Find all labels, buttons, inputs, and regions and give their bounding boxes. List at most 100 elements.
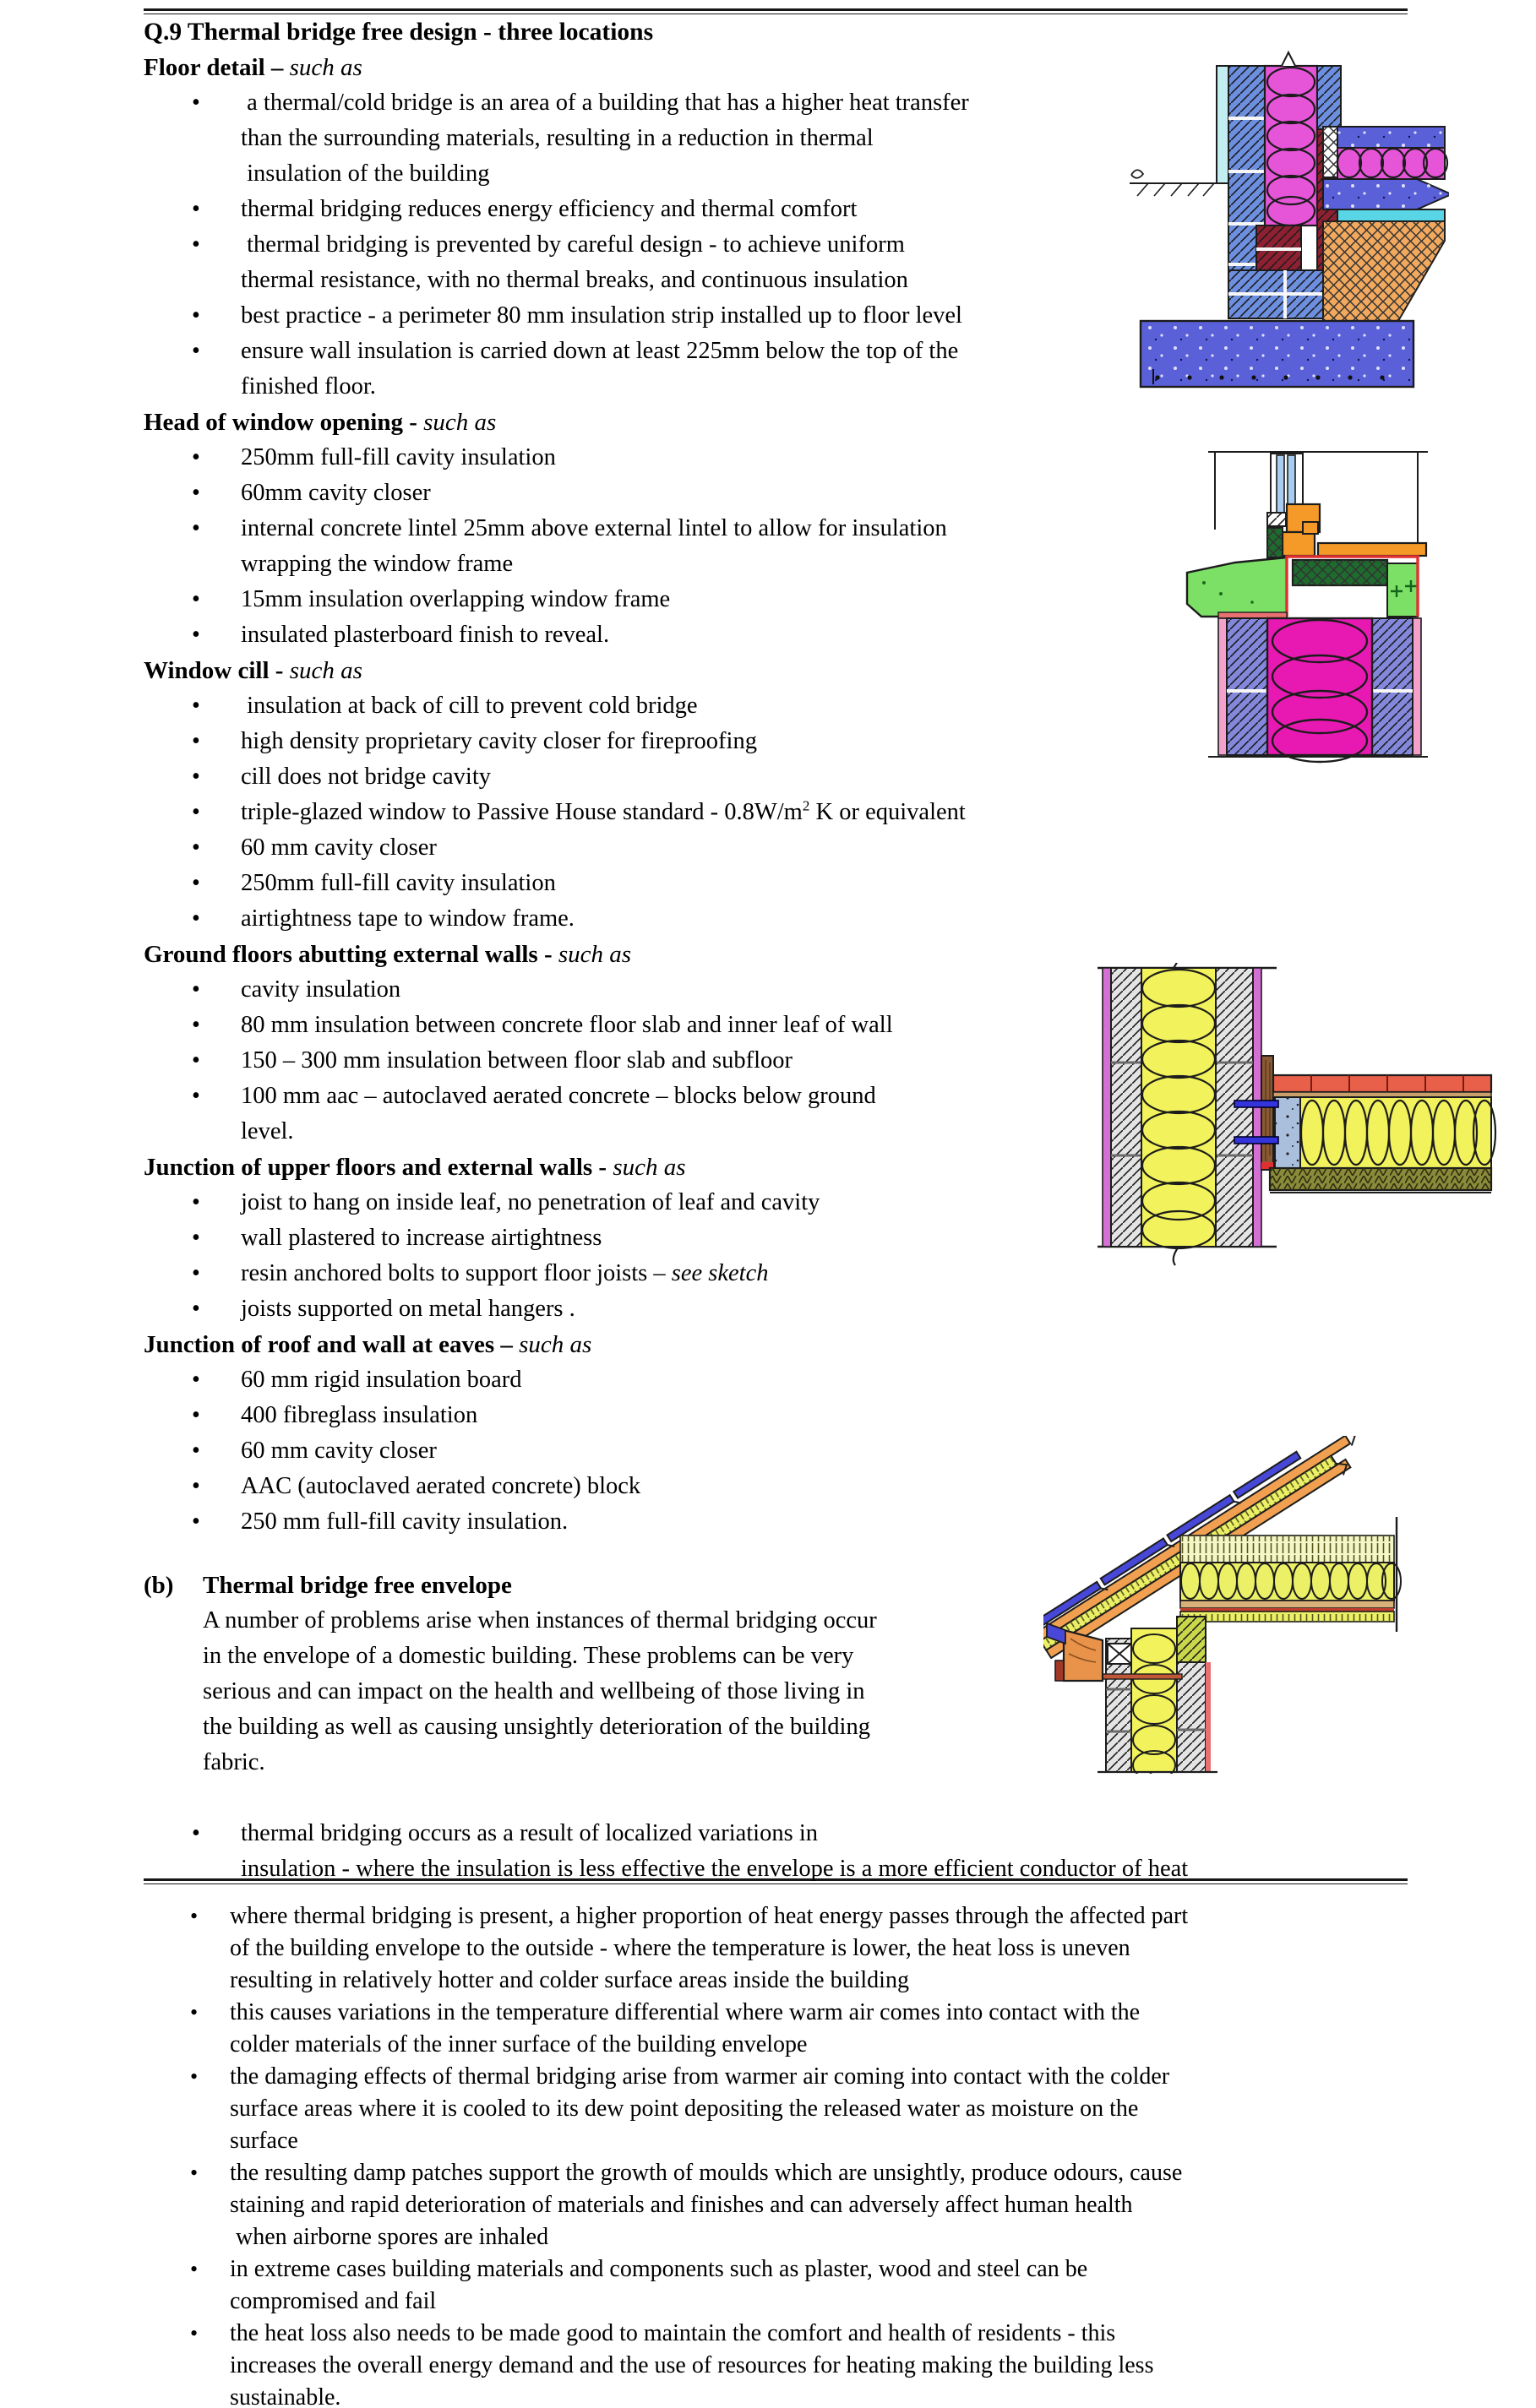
bullet-line: finished floor. [241, 373, 376, 400]
bullet-list: cavity insulation 80 mm insulation betwee… [144, 972, 1529, 1150]
bullet-line: 250mm full-fill cavity insulation [241, 870, 556, 896]
bullet-item: 60 mm rigid insulation board [144, 1362, 1529, 1398]
bullet-item: internal concrete lintel 25mm above exte… [144, 511, 1529, 582]
bullet-line: wrapping the window frame [241, 551, 514, 577]
bullet-line: where thermal bridging is present, a hig… [230, 1903, 1189, 1929]
bullet-line: 60mm cavity closer [241, 480, 431, 506]
bullet-line: 60 mm cavity closer [241, 834, 437, 861]
section-qualifier: such as [423, 409, 497, 436]
section-qualifier: such as [613, 1154, 686, 1181]
bullet-item: AAC (autoclaved aerated concrete) block [144, 1469, 1529, 1504]
section-6: Junction of roof and wall at eaves – suc… [144, 1327, 1529, 1540]
window-cill-diagram [1185, 451, 1428, 764]
part-b-bullet: thermal bridging occurs as a result of l… [144, 1816, 1529, 1887]
bullet-line: 100 mm aac – autoclaved aerated concrete… [241, 1083, 876, 1109]
bullet-item: 250mm full-fill cavity insulation [144, 866, 1529, 901]
bullet-line: insulation - where the insulation is les… [241, 1856, 1189, 1882]
section-heading: Floor detail – such as [144, 54, 362, 81]
bullet-line: wall plastered to increase airtightness [241, 1225, 602, 1251]
bullet-item: 400 fibreglass insulation [144, 1398, 1529, 1433]
bullet-item: insulation at back of cill to prevent co… [144, 688, 1529, 724]
bullet-item: wall plastered to increase airtightness [144, 1220, 1529, 1256]
bullet-item: thermal bridging is prevented by careful… [144, 227, 1529, 298]
bullet-line: this causes variations in the temperatur… [230, 1999, 1141, 2025]
bullet-line: joist to hang on inside leaf, no penetra… [241, 1189, 820, 1215]
bullet-item: the damaging effects of thermal bridging… [144, 2061, 1529, 2157]
bullet-item: best practice - a perimeter 80 mm insula… [144, 298, 1529, 334]
bullet-line: in extreme cases building materials and … [230, 2256, 1088, 2282]
top-rule [144, 8, 1408, 14]
bullet-line: the damaging effects of thermal bridging… [230, 2063, 1170, 2090]
bullet-line: 400 fibreglass insulation [241, 1402, 478, 1428]
bullet-line: thermal bridging reduces energy efficien… [241, 196, 858, 222]
lower-list: where thermal bridging is present, a hig… [144, 1900, 1529, 2408]
bullet-line: sustainable. [230, 2384, 341, 2408]
bullet-line: insulation at back of cill to prevent co… [241, 693, 698, 719]
bullet-line: cavity insulation [241, 976, 401, 1003]
bullet-item: 60mm cavity closer [144, 476, 1529, 511]
paragraph-line: in the envelope of a domestic building. … [203, 1643, 854, 1669]
bullet-line: AAC (autoclaved aerated concrete) block [241, 1473, 641, 1499]
sections: Floor detail – such as a thermal/cold br… [144, 50, 1529, 1540]
bullet-item: joist to hang on inside leaf, no penetra… [144, 1185, 1529, 1220]
bullet-line: thermal bridging occurs as a result of l… [241, 1820, 818, 1846]
bullet-line: resulting in relatively hotter and colde… [230, 1967, 909, 1993]
bullet-item: cavity insulation [144, 972, 1529, 1008]
bullet-line: surface [230, 2128, 298, 2154]
bullet-item: ensure wall insulation is carried down a… [144, 334, 1529, 405]
section-heading: Junction of upper floors and external wa… [144, 1154, 686, 1181]
upper-floor-junction-diagram [1098, 963, 1497, 1266]
bullet-list: 60 mm rigid insulation board 400 fibregla… [144, 1362, 1529, 1540]
bullet-item: 150 – 300 mm insulation between floor sl… [144, 1043, 1529, 1079]
bullet-line: of the building envelope to the outside … [230, 1935, 1130, 1961]
bullet-line: 250mm full-fill cavity insulation [241, 444, 556, 470]
section-5: Junction of upper floors and external wa… [144, 1150, 1529, 1327]
bullet-item: 15mm insulation overlapping window frame [144, 582, 1529, 617]
section-qualifier: such as [558, 941, 632, 968]
bullet-item: high density proprietary cavity closer f… [144, 724, 1529, 759]
part-b-heading-row: (b) Thermal bridge free envelope [144, 1568, 1529, 1603]
section-heading: Head of window opening - such as [144, 409, 497, 436]
bullet-line: than the surrounding materials, resultin… [241, 125, 874, 151]
document-title: Q.9 Thermal bridge free design - three l… [144, 19, 654, 46]
section-2: Head of window opening - such as 250mm fu… [144, 405, 1529, 653]
bullet-item: triple-glazed window to Passive House st… [144, 795, 1529, 830]
bullet-line: triple-glazed window to Passive House st… [241, 797, 966, 825]
section-qualifier: such as [519, 1331, 592, 1358]
paragraph-line: serious and can impact on the health and… [203, 1678, 865, 1704]
bullet-item: 250 mm full-fill cavity insulation. [144, 1504, 1529, 1540]
bullet-item: 60 mm cavity closer [144, 1433, 1529, 1469]
bullet-line: best practice - a perimeter 80 mm insula… [241, 302, 962, 329]
bullet-line: the heat loss also needs to be made good… [230, 2320, 1116, 2346]
part-b-label: (b) [144, 1572, 174, 1599]
section-heading: Window cill - such as [144, 657, 362, 684]
part-b-paragraph: A number of problems arise when instance… [203, 1603, 1529, 1780]
bullet-line: staining and rapid deterioration of mate… [230, 2192, 1133, 2218]
bullet-line: 60 mm rigid insulation board [241, 1367, 522, 1393]
bullet-line: a thermal/cold bridge is an area of a bu… [241, 90, 969, 116]
section-4: Ground floors abutting external walls - … [144, 937, 1529, 1150]
bullet-item: the resulting damp patches support the g… [144, 2157, 1529, 2253]
section-heading: Junction of roof and wall at eaves – suc… [144, 1331, 592, 1358]
bullet-item: in extreme cases building materials and … [144, 2253, 1529, 2318]
bullet-item: where thermal bridging is present, a hig… [144, 1900, 1529, 1997]
bullet-item: 100 mm aac – autoclaved aerated concrete… [144, 1079, 1529, 1150]
bullet-item: airtightness tape to window frame. [144, 901, 1529, 937]
bullet-list: a thermal/cold bridge is an area of a bu… [144, 85, 1529, 405]
bullet-item: thermal bridging reduces energy efficien… [144, 192, 1529, 227]
bullet-line: thermal resistance, with no thermal brea… [241, 267, 908, 293]
bullet-item: 80 mm insulation between concrete floor … [144, 1008, 1529, 1043]
bullet-line: compromised and fail [230, 2288, 437, 2314]
bullet-line: 60 mm cavity closer [241, 1438, 437, 1464]
bullet-item: 250mm full-fill cavity insulation [144, 440, 1529, 476]
bullet-item: insulated plasterboard finish to reveal. [144, 617, 1529, 653]
bullet-line: increases the overall energy demand and … [230, 2352, 1154, 2378]
part-b-heading: Thermal bridge free envelope [203, 1572, 512, 1599]
bullet-line: joists supported on metal hangers . [241, 1296, 575, 1322]
bullet-line: 250 mm full-fill cavity insulation. [241, 1508, 569, 1535]
section-qualifier: such as [289, 657, 362, 684]
bullet-line: internal concrete lintel 25mm above exte… [241, 515, 947, 541]
bullet-line: thermal bridging is prevented by careful… [241, 231, 905, 258]
